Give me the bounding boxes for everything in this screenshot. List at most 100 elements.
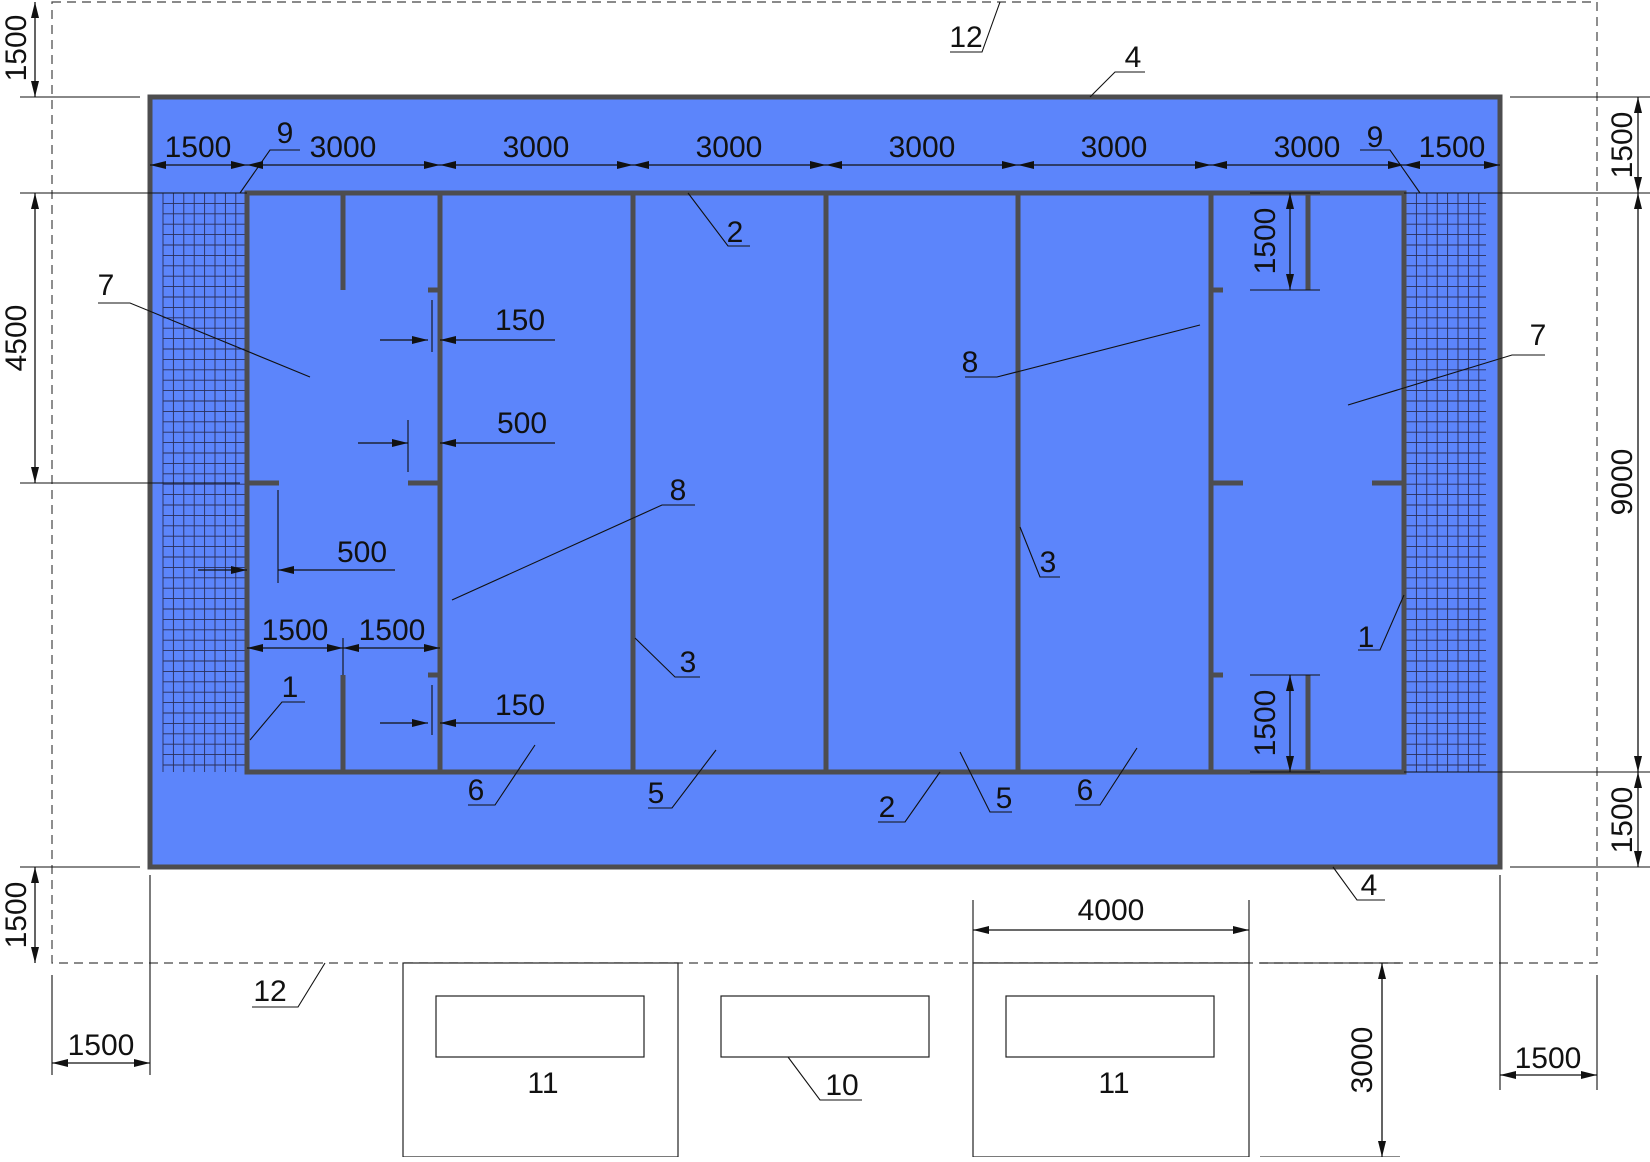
arrowhead [1634, 772, 1642, 788]
dim-room-2: 3000 [503, 131, 570, 164]
dim-room-5: 3000 [1081, 131, 1148, 164]
arrowhead [247, 161, 263, 169]
arrowhead [1378, 963, 1386, 979]
arrowhead [1484, 161, 1500, 169]
arrowhead [31, 193, 39, 209]
dim-bottom-band: 1500 [1606, 787, 1639, 854]
arrowhead [1404, 161, 1420, 169]
arrowhead [440, 161, 456, 169]
building-11-right [1005, 995, 1215, 1058]
leader-6-right [1075, 747, 1138, 806]
callout-8-left: 8 [670, 474, 687, 507]
callout-7-right: 7 [1530, 319, 1547, 352]
arrowhead [150, 161, 166, 169]
dim-split-right: 1500 [359, 614, 426, 647]
arrowhead [247, 644, 263, 652]
dim-gap-150-top: 150 [495, 304, 545, 337]
arrowhead [826, 161, 842, 169]
callout-12-top: 12 [949, 21, 982, 54]
arrowhead [1018, 161, 1034, 169]
arrowhead [31, 867, 39, 883]
arrowhead [1002, 161, 1018, 169]
building-right-outline [972, 962, 1250, 1158]
dim-top-margin: 1500 [0, 15, 33, 82]
dim-building-width: 4000 [1078, 894, 1145, 927]
arrowhead [1233, 926, 1249, 934]
callout-7-left: 7 [98, 269, 115, 302]
leader-12-bottom [252, 962, 326, 1008]
arrowhead [617, 161, 633, 169]
leader-3-right [1019, 526, 1060, 578]
leader-5-left [648, 749, 717, 809]
arrowhead [440, 439, 456, 447]
arrowhead [31, 2, 39, 18]
arrowhead [1286, 675, 1294, 691]
callout-5-left: 5 [648, 777, 665, 810]
leader-3-left [634, 637, 700, 678]
dim-edge-left: 1500 [165, 131, 232, 164]
leader-7-right [1347, 354, 1545, 406]
dim-partition-top: 1500 [1249, 208, 1282, 275]
callout-6-right: 6 [1077, 774, 1094, 807]
arrowhead [1286, 274, 1294, 290]
arrowhead [412, 719, 428, 727]
callout-9-right: 9 [1367, 121, 1384, 154]
arrowhead [31, 947, 39, 963]
arrowhead [440, 336, 456, 344]
arrowhead [52, 1059, 68, 1067]
building-10 [720, 995, 930, 1058]
callout-11-left: 11 [527, 1067, 558, 1100]
leader-1-right [1358, 594, 1405, 651]
dim-building-depth: 3000 [1346, 1027, 1379, 1094]
arrowhead [1286, 193, 1294, 209]
callout-12-bottom: 12 [253, 975, 286, 1008]
leader-6-left [468, 744, 536, 806]
arrowhead [1581, 1071, 1597, 1079]
dim-left-margin: 1500 [68, 1029, 135, 1062]
leader-9-right [1360, 149, 1421, 194]
arrowhead [973, 926, 989, 934]
dim-gap-500-left: 500 [337, 536, 387, 569]
callout-3-right: 3 [1040, 546, 1057, 579]
leader-8-right [965, 324, 1201, 378]
building-left-outline [402, 962, 679, 1158]
arrowhead [810, 161, 826, 169]
leader-4-bottom [1332, 866, 1385, 901]
dim-gap-150-bottom: 150 [495, 689, 545, 722]
arrowhead [1634, 193, 1642, 209]
leader-10 [787, 1056, 862, 1101]
arrowhead [392, 439, 408, 447]
callout-11-right: 11 [1098, 1067, 1129, 1100]
arrowhead [1378, 1141, 1386, 1157]
dim-half-height: 4500 [0, 305, 33, 372]
dim-split-left: 1500 [262, 614, 329, 647]
callout-4-bottom: 4 [1361, 869, 1378, 902]
leader-9-left [239, 149, 300, 194]
arrowhead [1634, 97, 1642, 113]
arrowhead [1286, 756, 1294, 772]
arrowhead [1500, 1071, 1516, 1079]
arrowhead [31, 467, 39, 483]
dim-gap-500: 500 [497, 407, 547, 440]
dim-room-1: 3000 [310, 131, 377, 164]
arrowhead [278, 566, 294, 574]
dim-room-3: 3000 [696, 131, 763, 164]
callout-2-bottom: 2 [879, 791, 896, 824]
callout-4-top: 4 [1125, 41, 1142, 74]
callout-5-right: 5 [996, 782, 1013, 815]
dim-right-margin: 1500 [1515, 1042, 1582, 1075]
dim-partition-bottom: 1500 [1249, 690, 1282, 757]
dim-total-height: 9000 [1606, 449, 1639, 516]
dim-room-6: 3000 [1274, 131, 1341, 164]
dim-top-band: 1500 [1606, 112, 1639, 179]
callout-9-left: 9 [277, 117, 294, 150]
arrowhead [424, 161, 440, 169]
callout-3-left: 3 [680, 646, 697, 679]
leader-12-top [950, 1, 1001, 53]
arrowhead [440, 719, 456, 727]
leader-8-left [451, 504, 695, 601]
arrowhead [231, 566, 247, 574]
arrowhead [327, 644, 343, 652]
